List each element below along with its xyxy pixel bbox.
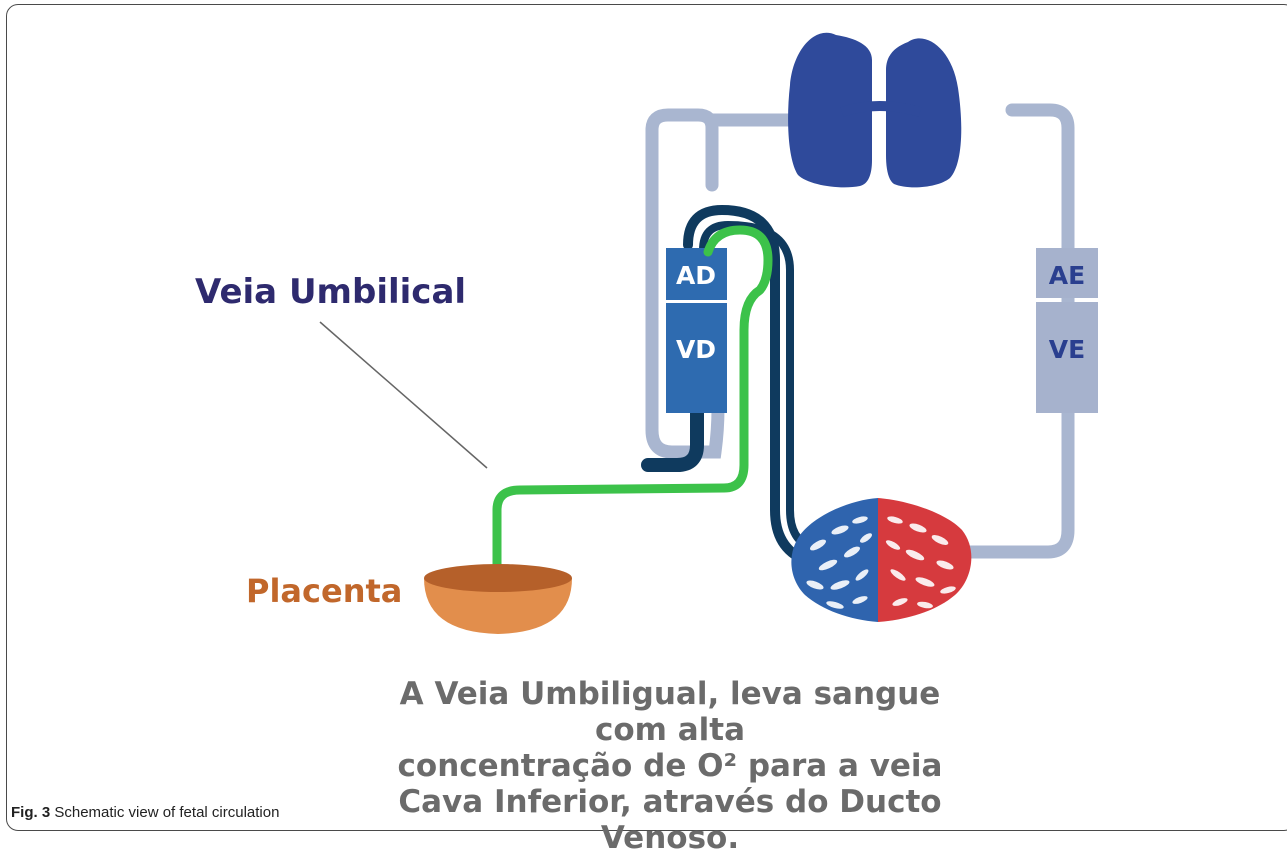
lungs-icon: [788, 32, 962, 188]
placenta-icon: [424, 564, 572, 634]
right-ventricle-chamber: [666, 303, 727, 413]
figure-frame: [6, 4, 1287, 831]
left-ventricle-label: VE: [1049, 335, 1085, 364]
figure-number: Fig. 3: [11, 804, 51, 821]
inferior-vena-cava-inner: [699, 220, 816, 552]
bronchi: [840, 101, 922, 117]
diagram-caption: A Veia Umbiligual, leva sangue com alta …: [360, 676, 980, 856]
umbilical-vein-vessel: [492, 225, 773, 583]
liver-icon: [791, 498, 972, 622]
placenta-top: [424, 564, 572, 592]
umbilical-vein-label: Veia Umbilical: [195, 272, 466, 312]
right-atrium-label: AD: [676, 261, 716, 290]
pulmonary-circuit-vessel: [645, 108, 725, 459]
left-lung: [788, 32, 872, 188]
placenta-bowl: [424, 578, 572, 634]
right-atrium-chamber: [666, 248, 727, 300]
dark-vessel-lower-loop: [641, 401, 704, 472]
left-atrium-label: AE: [1049, 261, 1085, 290]
left-ventricle-chamber: [1036, 302, 1098, 413]
umbilical-vein-pointer-line: [319, 321, 488, 469]
caption-line-3: Cava Inferior, através do Ducto Venoso.: [398, 784, 942, 856]
figure-title: Schematic view of fetal circulation: [54, 804, 280, 821]
right-ventricle-label: VD: [676, 335, 716, 364]
figure-caption: Fig. 3 Schematic view of fetal circulati…: [11, 804, 279, 821]
right-lung: [886, 38, 962, 188]
liver-sinusoids: [806, 516, 956, 609]
caption-line-2: concentração de O² para a veia: [397, 748, 943, 784]
caption-line-1: A Veia Umbiligual, leva sangue com alta: [399, 676, 941, 748]
placenta-label: Placenta: [246, 572, 402, 610]
fetal-circulation-diagram: AD VD AE VE: [195, 32, 1098, 634]
left-atrium-chamber: [1036, 248, 1098, 298]
